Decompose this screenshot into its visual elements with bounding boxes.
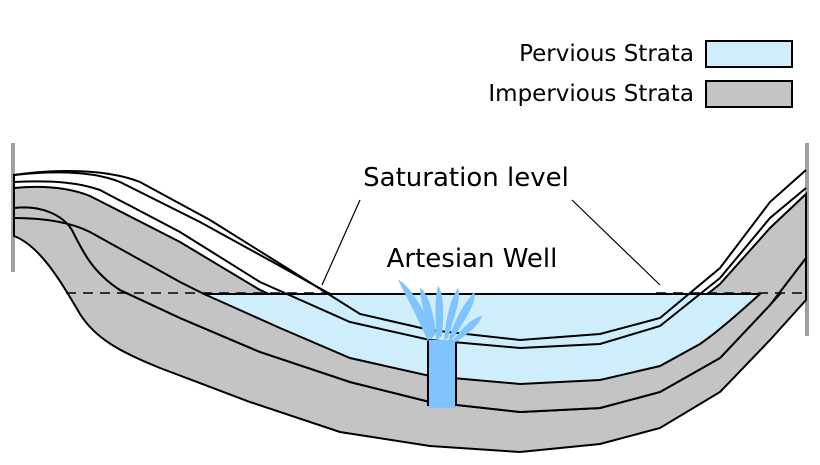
legend-label-pervious: Pervious Strata (519, 41, 694, 67)
well-shaft (428, 340, 456, 408)
saturation-leader-right (571, 199, 661, 286)
legend-swatch-pervious (705, 40, 793, 68)
artesian-well-label: Artesian Well (387, 244, 558, 274)
water-jet-fountain (398, 280, 482, 342)
saturation-level-label: Saturation level (363, 163, 569, 193)
ground-surface-line (13, 169, 807, 342)
saturation-leader-left (321, 199, 361, 286)
legend-label-impervious: Impervious Strata (488, 81, 694, 107)
legend-swatch-impervious (705, 80, 793, 108)
legend: Pervious Strata Impervious Strata (488, 40, 793, 108)
pervious-top-boundary (13, 180, 807, 350)
